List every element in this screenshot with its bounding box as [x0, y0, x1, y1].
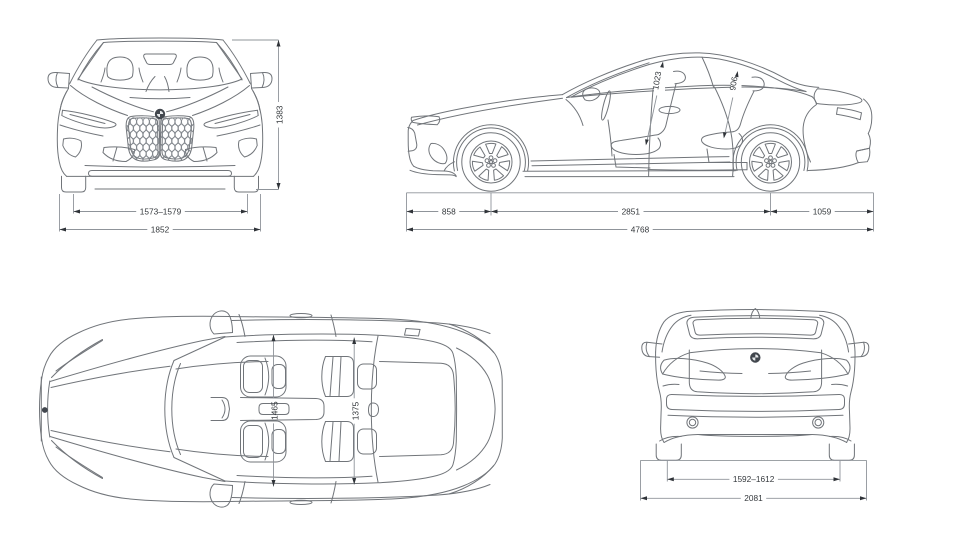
svg-text:1573–1579: 1573–1579	[140, 206, 182, 216]
svg-text:1383: 1383	[275, 105, 285, 124]
svg-text:2081: 2081	[744, 493, 763, 503]
svg-text:1465: 1465	[270, 401, 280, 420]
svg-text:2851: 2851	[622, 206, 641, 216]
svg-text:1852: 1852	[151, 224, 170, 234]
svg-text:4768: 4768	[631, 224, 650, 234]
svg-text:1023: 1023	[650, 70, 663, 90]
svg-text:1592–1612: 1592–1612	[733, 474, 775, 484]
svg-text:906: 906	[727, 75, 739, 91]
svg-text:858: 858	[442, 206, 456, 216]
svg-text:1375: 1375	[350, 401, 360, 420]
svg-text:1059: 1059	[813, 206, 832, 216]
